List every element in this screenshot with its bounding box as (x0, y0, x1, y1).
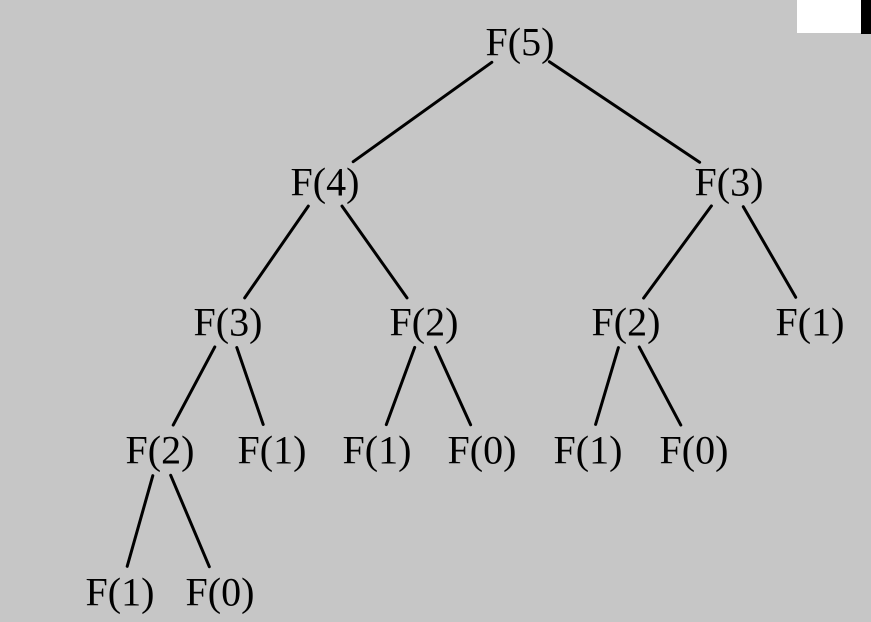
scan-artifact-white (797, 0, 871, 33)
tree-node-label: F(3) (695, 160, 764, 205)
tree-edge (340, 204, 409, 300)
tree-node-label: F(1) (86, 570, 155, 615)
tree-edge (594, 346, 620, 426)
tree-edge (235, 346, 265, 426)
tree-node-label: F(3) (194, 300, 263, 345)
tree-node-label: F(4) (291, 160, 360, 205)
tree-edge (169, 473, 211, 569)
tree-edge (384, 345, 417, 427)
tree-edge (351, 60, 494, 164)
tree-node-label: F(2) (390, 300, 459, 345)
tree-edge (547, 60, 702, 164)
tree-node-label: F(1) (776, 300, 845, 345)
scan-artifact-black (861, 0, 871, 34)
tree-node-label: F(0) (660, 428, 729, 473)
tree-node-label: F(1) (238, 428, 307, 473)
tree-node-label: F(2) (592, 300, 661, 345)
tree-node-label: F(0) (448, 428, 517, 473)
tree-node-label: F(2) (126, 428, 195, 473)
tree-node-label: F(0) (186, 570, 255, 615)
tree-edge (125, 474, 155, 568)
tree-edge (433, 345, 473, 427)
tree-node-label: F(5) (486, 20, 555, 65)
tree-node-label: F(1) (554, 428, 623, 473)
tree-edge (637, 345, 683, 427)
tree-edge (171, 345, 217, 427)
tree-edge (642, 204, 713, 300)
tree-edge (243, 204, 310, 300)
tree-edge (741, 205, 798, 299)
tree-node-label: F(1) (343, 428, 412, 473)
